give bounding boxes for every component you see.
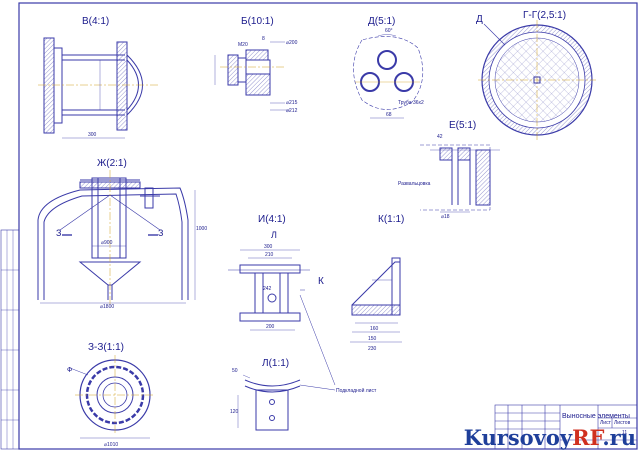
title-block <box>494 404 638 450</box>
view-title-e: Е(5:1) <box>449 120 476 131</box>
note-e-weld: Развальцовка <box>398 181 431 187</box>
view-title-zh: Ж(2:1) <box>97 158 127 169</box>
view-l-drawing <box>237 294 336 431</box>
dim-zz-1010: ⌀1010 <box>104 442 118 448</box>
dim-e-1: 42 <box>437 134 443 140</box>
view-zh-drawing <box>37 170 196 305</box>
view-title-d: Д(5:1) <box>368 16 395 27</box>
dim-b-8: 8 <box>262 36 265 42</box>
view-v-drawing <box>38 37 160 139</box>
title-name: Выносные элементы <box>562 413 630 420</box>
view-e-drawing <box>420 144 500 213</box>
marker-z-right: З <box>158 228 163 238</box>
title-sheet-label: Лист <box>600 420 612 426</box>
view-d-drawing <box>353 34 424 119</box>
watermark-part3: .ru <box>602 425 636 450</box>
marker-d: Д <box>476 14 483 25</box>
dim-i-300: 300 <box>264 244 273 250</box>
title-sheets-label: Листов <box>614 420 631 426</box>
dim-k-160: 160 <box>370 326 379 332</box>
dim-b-d215: ⌀215 <box>286 100 298 106</box>
view-title-i: И(4:1) <box>258 214 286 225</box>
watermark-part2: RF <box>572 425 603 450</box>
view-title-b: Б(10:1) <box>241 16 274 27</box>
watermark-logo: KursovoyRF.ru <box>464 425 636 450</box>
view-i-drawing <box>228 249 310 331</box>
dim-k-150: 150 <box>368 336 377 342</box>
dim-d-60: 60° <box>385 28 393 34</box>
dim-d-68: 68 <box>386 112 392 118</box>
marker-k: К <box>318 276 324 287</box>
view-title-k: К(1:1) <box>378 214 404 225</box>
note-d-tube: Труба 36х2 <box>398 100 424 106</box>
dim-zh-1800: ⌀1800 <box>100 304 114 310</box>
view-title-l: Л(1:1) <box>262 358 289 369</box>
dim-zh-900: ⌀900 <box>101 240 113 246</box>
marker-z-left: З <box>56 228 61 238</box>
view-title-zz: З-З(1:1) <box>88 342 124 353</box>
dim-zh-1000: 1000 <box>196 226 207 232</box>
note-leader: Подкладной лист <box>336 387 377 394</box>
marker-l: Л <box>271 230 277 240</box>
marker-phi: Ф <box>67 367 72 374</box>
view-k-drawing <box>350 257 402 343</box>
view-b-drawing <box>214 41 290 111</box>
dim-b-m20: М20 <box>238 42 248 48</box>
view-title-v: В(4:1) <box>82 16 109 27</box>
view-zz-drawing <box>69 355 155 439</box>
dim-b-d200: ⌀200 <box>286 40 298 46</box>
view-title-gg: Г-Г(2,5:1) <box>523 10 566 21</box>
dim-k-230: 230 <box>368 346 377 352</box>
dim-i-242: 242 <box>263 286 272 292</box>
watermark-part1: Kursovoy <box>463 425 573 450</box>
dim-e-2: ⌀18 <box>441 214 450 220</box>
view-gg-drawing <box>478 20 596 140</box>
dim-b-d212: ⌀212 <box>286 108 298 114</box>
dim-v-300: 300 <box>88 132 97 138</box>
dim-l-120: 120 <box>230 409 239 415</box>
dim-i-200: 200 <box>266 324 275 330</box>
dim-l-50: 50 <box>232 368 238 374</box>
dim-i-210: 210 <box>265 252 274 258</box>
title-sheet-number: 11 <box>622 430 627 436</box>
